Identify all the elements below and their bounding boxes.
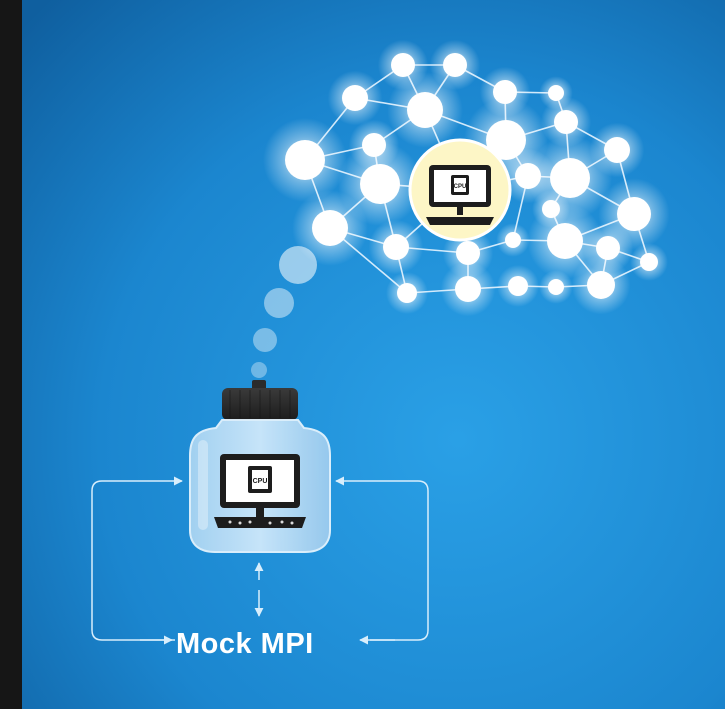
network-node: [547, 223, 583, 259]
cluster-computer-node: CPU: [408, 138, 512, 242]
network-node: [455, 276, 481, 302]
blue-panel: [22, 0, 725, 709]
network-node: [505, 232, 521, 248]
network-node: [640, 253, 658, 271]
jar-computer-icon: CPU: [214, 454, 306, 528]
network-node: [397, 283, 417, 303]
network-node: [360, 164, 400, 204]
network-node: [486, 120, 526, 160]
mock-mpi-label: Mock MPI: [176, 628, 314, 660]
jar-icon: CPU: [189, 380, 331, 553]
cpu-computer-icon: CPU: [426, 165, 494, 225]
network-node: [550, 158, 590, 198]
svg-text:CPU: CPU: [454, 184, 467, 190]
network-node: [604, 137, 630, 163]
network-node: [617, 197, 651, 231]
network-node: [443, 53, 467, 77]
network-node: [312, 210, 348, 246]
network-node: [548, 85, 564, 101]
network-node: [342, 85, 368, 111]
network-node: [548, 279, 564, 295]
network-node: [391, 53, 415, 77]
network-node: [383, 234, 409, 260]
network-node: [508, 276, 528, 296]
network-node: [407, 92, 443, 128]
network-node: [493, 80, 517, 104]
feedback-arrows: [91, 476, 429, 645]
svg-text:CPU: CPU: [253, 478, 268, 485]
network-node: [285, 140, 325, 180]
network-cloud-icon: [263, 39, 670, 317]
network-node: [587, 271, 615, 299]
network-node: [554, 110, 578, 134]
network-node: [456, 241, 480, 265]
network-node: [596, 236, 620, 260]
rising-bubbles: [251, 246, 317, 378]
